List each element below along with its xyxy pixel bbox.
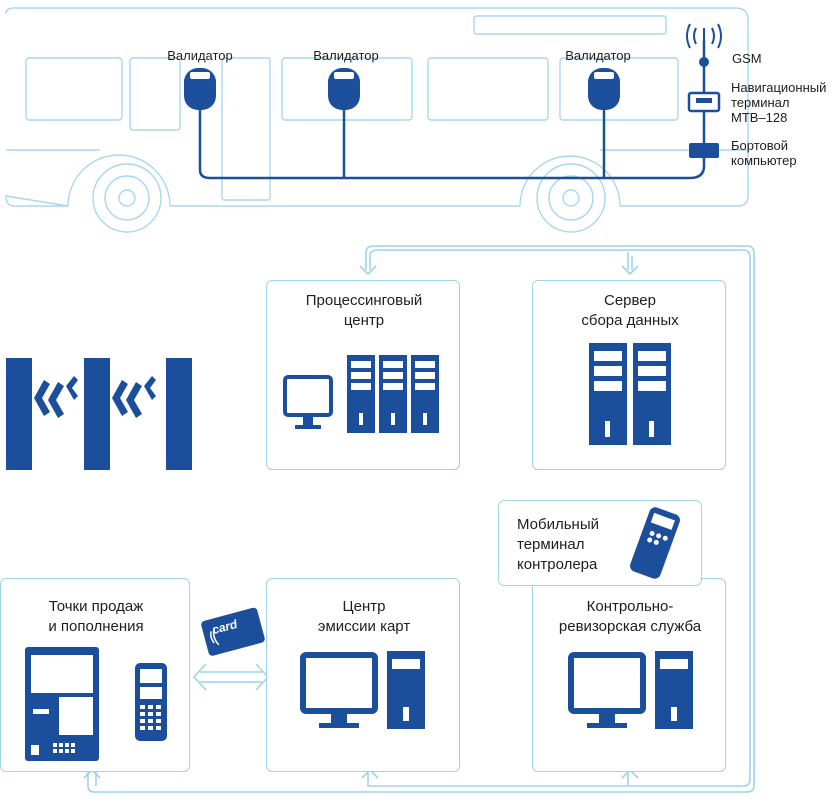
card-emission-box: Центр эмиссии карт bbox=[266, 578, 460, 772]
navigation-terminal-label: Навигационный терминал МТВ–128 bbox=[731, 80, 827, 125]
processing-center-label: Процессинговый центр bbox=[305, 292, 423, 329]
validator-label-1: Валидатор bbox=[167, 48, 233, 63]
onboard-computer-icon bbox=[689, 143, 719, 158]
onboard-computer-label: Бортовой компьютер bbox=[731, 138, 797, 168]
validator-device-1 bbox=[184, 68, 216, 110]
transport-card-icon bbox=[201, 607, 265, 656]
sales-points-icon bbox=[25, 647, 167, 761]
sales-points-box: Точки продаж и пополнения bbox=[0, 578, 190, 772]
validator-label-2: Валидатор bbox=[313, 48, 379, 63]
validator-device-2 bbox=[328, 68, 360, 110]
turnstile-icon bbox=[6, 358, 192, 470]
data-server-icon bbox=[589, 343, 671, 445]
sales-points-label: Точки продаж и пополнения bbox=[48, 598, 144, 635]
control-service-label: Контрольно- ревизорская служба bbox=[558, 598, 702, 635]
control-service-icon bbox=[568, 651, 693, 729]
gsm-antenna-icon bbox=[686, 23, 722, 67]
validator-device-3 bbox=[588, 68, 620, 110]
card-exchange-arrow bbox=[192, 663, 270, 691]
validator-label-3: Валидатор bbox=[565, 48, 631, 63]
mobile-terminal-box: Мобильный терминал контролера bbox=[498, 500, 702, 586]
mobile-terminal-label: Мобильный терминал контролера bbox=[517, 516, 599, 573]
processing-center-icon bbox=[283, 355, 439, 433]
card-emission-icon bbox=[300, 651, 425, 729]
data-server-label: Сервер сбора данных bbox=[581, 292, 679, 329]
processing-center-box: Процессинговый центр bbox=[266, 280, 460, 470]
gsm-label: GSM bbox=[732, 51, 762, 66]
card-emission-label: Центр эмиссии карт bbox=[317, 598, 411, 635]
control-service-box: Контрольно- ревизорская служба bbox=[532, 578, 726, 772]
mobile-terminal-icon bbox=[630, 507, 680, 579]
network-connection-lines bbox=[87, 245, 755, 793]
bus-outline bbox=[5, 7, 749, 233]
data-server-box: Сервер сбора данных bbox=[532, 280, 726, 470]
